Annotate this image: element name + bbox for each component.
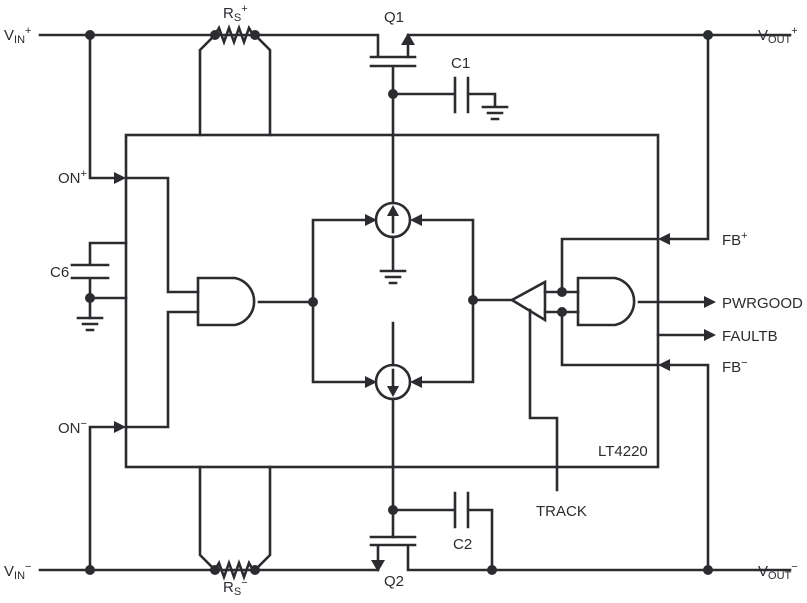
vout-plus-label: VOUT+ <box>758 25 798 46</box>
rs-plus-label: RS+ <box>223 3 248 24</box>
q2-mosfet <box>369 505 792 572</box>
rs-plus-resistor <box>198 24 272 137</box>
faultb-label: FAULTB <box>722 328 778 345</box>
fb-minus-arrow-icon <box>658 359 670 371</box>
comparator <box>509 279 547 323</box>
and-gate-right <box>576 276 636 327</box>
rs-minus-resistor <box>198 465 272 581</box>
c1-label: C1 <box>451 55 470 72</box>
q2-label: Q2 <box>384 573 404 590</box>
fb-minus-label: FB− <box>722 357 748 376</box>
and-gate-left <box>196 276 256 327</box>
ground-icon <box>76 316 104 332</box>
on-plus-label: ON+ <box>58 168 87 187</box>
c2-capacitor <box>391 491 494 572</box>
q1-mosfet <box>369 55 417 205</box>
on-minus-label: ON− <box>58 418 87 437</box>
vin-plus-rail <box>38 33 792 59</box>
vout-minus-label: VOUT− <box>758 561 798 582</box>
c6-capacitor <box>70 241 128 332</box>
vin-minus-label: VIN− <box>4 561 31 582</box>
vin-plus-label: VIN+ <box>4 25 31 46</box>
current-source-up <box>374 201 412 285</box>
pwrgood-label: PWRGOOD <box>722 295 803 312</box>
fb-plus-arrow-icon <box>658 233 670 245</box>
ground-icon <box>481 105 509 121</box>
c6-label: C6 <box>50 264 69 281</box>
c1-capacitor <box>391 76 509 121</box>
fb-plus-label: FB+ <box>722 230 748 249</box>
chip-label: LT4220 <box>598 443 648 460</box>
track-label: TRACK <box>536 503 587 520</box>
q1-label: Q1 <box>384 9 404 26</box>
rs-minus-label: RS− <box>223 577 248 598</box>
c2-label: C2 <box>453 536 472 553</box>
ground-icon <box>379 269 407 285</box>
current-source-down <box>374 321 412 539</box>
